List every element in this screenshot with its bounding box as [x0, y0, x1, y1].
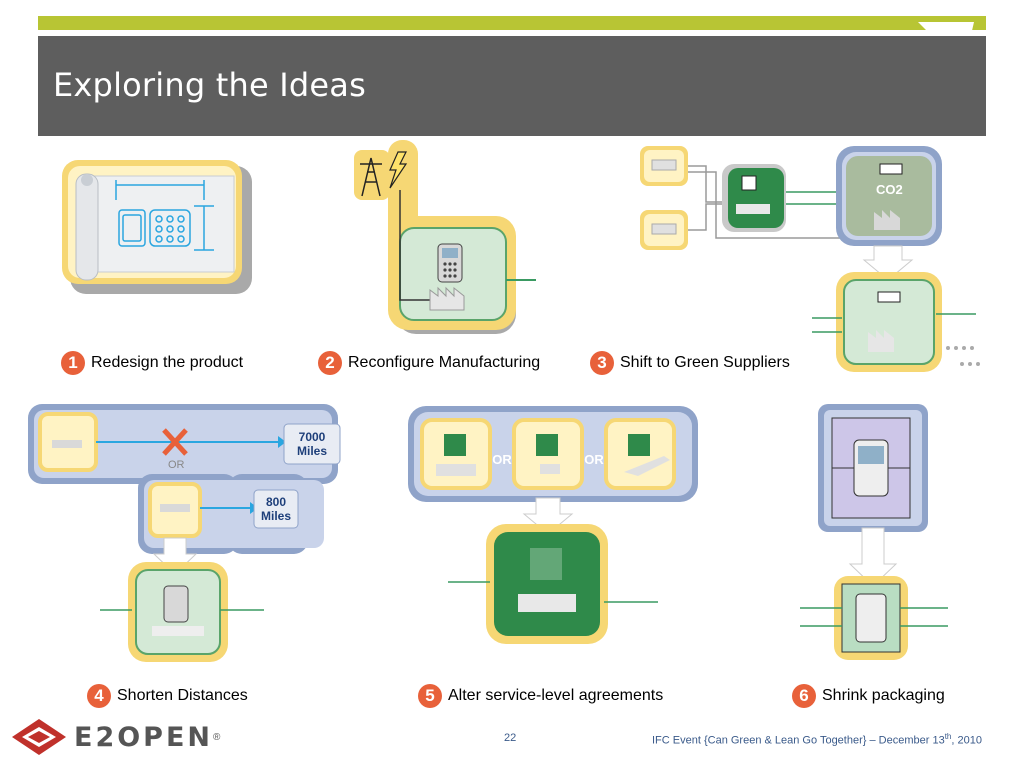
number-badge: 2	[318, 351, 342, 375]
number-badge: 3	[590, 351, 614, 375]
caption-label: Redesign the product	[91, 354, 244, 371]
distance-7000: 7000	[299, 430, 326, 444]
caption-label: Shift to Green Suppliers	[620, 354, 790, 371]
caption-packaging: 6 Shrink packaging	[792, 684, 945, 708]
caption-sla: 5 Alter service-level agreements	[418, 684, 663, 708]
manufacturing-figure	[354, 140, 536, 334]
co2-label: CO2	[876, 182, 903, 197]
distance-800-unit: Miles	[261, 509, 291, 523]
footer-event-suffix: , 2010	[951, 734, 982, 747]
logo-mark-icon	[12, 719, 66, 755]
caption-redesign: 1 Redesign the product	[61, 351, 243, 375]
page-number: 22	[504, 732, 517, 744]
caption-reconfigure: 2 Reconfigure Manufacturing	[318, 351, 540, 375]
registered-mark: ®	[213, 731, 221, 743]
service-level-figure: OR OR	[408, 406, 698, 644]
footer-event-sup: th	[944, 732, 952, 741]
title-bar	[38, 36, 986, 136]
blueprint-figure	[62, 160, 252, 294]
number-badge: 1	[61, 351, 85, 375]
packaging-figure	[800, 404, 948, 660]
number-badge: 4	[87, 684, 111, 708]
logo-text: E2OPEN	[74, 721, 214, 753]
caption-label: Alter service-level agreements	[448, 687, 664, 704]
distance-7000-unit: Miles	[297, 444, 327, 458]
number-badge: 5	[418, 684, 442, 708]
or-label-1: OR	[492, 452, 512, 467]
distance-800: 800	[266, 495, 286, 509]
company-logo: E2OPEN ®	[10, 717, 220, 757]
caption-label: Shrink packaging	[822, 687, 945, 704]
shorten-distances-figure: OR 7000 Miles 800 Miles	[28, 404, 341, 662]
caption-label: Reconfigure Manufacturing	[348, 354, 541, 371]
or-label: OR	[168, 459, 185, 471]
accent-bar	[38, 16, 986, 30]
footer-event: IFC Event {Can Green & Lean Go Together}…	[652, 732, 982, 747]
green-suppliers-figure: CO2	[640, 146, 980, 372]
number-badge: 6	[792, 684, 816, 708]
or-label-2: OR	[584, 452, 604, 467]
caption-shorten: 4 Shorten Distances	[87, 684, 248, 708]
page-title: Exploring the Ideas	[53, 66, 366, 104]
footer-event-prefix: IFC Event {Can Green & Lean Go Together}…	[652, 734, 945, 747]
caption-green-suppliers: 3 Shift to Green Suppliers	[590, 351, 790, 375]
caption-label: Shorten Distances	[117, 687, 248, 704]
